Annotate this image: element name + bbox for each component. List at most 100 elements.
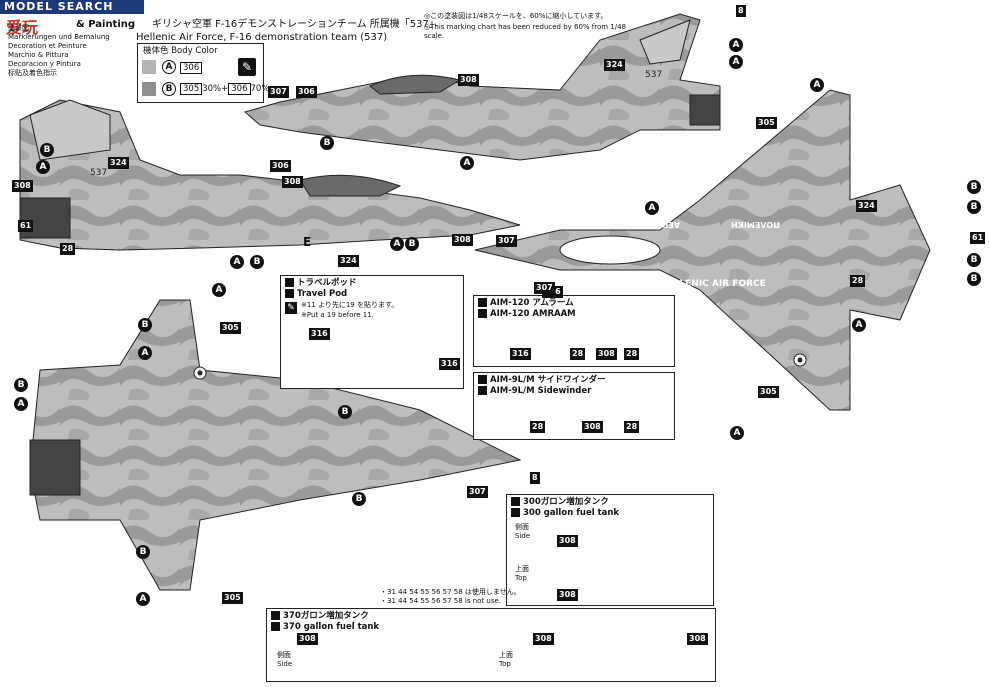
color-code: 308 <box>297 633 318 645</box>
callout-a: A <box>852 318 866 332</box>
color-code: 307 <box>467 486 488 498</box>
callout-a: A <box>14 397 28 411</box>
section-title: & Painting <box>76 19 136 31</box>
aim120-box: AIM-120 アムラーム AIM-120 AMRAAM 316 28 308 … <box>473 295 675 367</box>
color-code: 316 <box>439 358 460 370</box>
callout-a: A <box>136 592 150 606</box>
svg-text:537: 537 <box>90 168 107 178</box>
travel-pod-title-en: Travel Pod <box>285 289 347 299</box>
wing-text-2: ΑΕΡΟΠΟΡΙΑ <box>626 220 680 229</box>
under-view: HELLENIC AIR FORCE ΠΟΛΕΜΙΚΗ ΑΕΡΟΠΟΡΙΑ <box>474 89 931 411</box>
aim9-title-jp: AIM-9L/M サイドワインダー <box>478 375 606 385</box>
travel-pod-title-jp: トラベルポッド <box>285 278 357 288</box>
swatch-a-letter: A <box>162 60 176 74</box>
brush-icon: ✎ <box>238 58 256 76</box>
color-code: 307 <box>268 86 289 98</box>
color-code: 308 <box>282 176 303 188</box>
color-code: 28 <box>530 421 546 433</box>
callout-b: B <box>14 378 28 392</box>
unused-note: ・31 44 54 55 56 57 58 は使用しません。・31 44 54 … <box>380 588 521 605</box>
scale-note-jp: ◎この塗装図は1/48スケールを、60%に縮小しています。 <box>424 12 608 20</box>
swatch-b-letter: B <box>162 82 176 96</box>
color-code: 324 <box>108 157 129 169</box>
color-code: 308 <box>557 589 578 601</box>
color-code: 307 <box>496 235 517 247</box>
lang-line: 标贴及着色指示 <box>8 69 57 77</box>
callout-b: B <box>967 180 981 194</box>
swatch-b <box>142 82 156 96</box>
color-code: 316 <box>309 328 330 340</box>
swatch-a <box>142 60 156 74</box>
color-code: 324 <box>604 59 625 71</box>
color-code: 305 <box>220 322 241 334</box>
lang-line: Decoracion y Pintura <box>8 60 81 68</box>
color-code: 28 <box>850 275 866 287</box>
callout-b: B <box>967 253 981 267</box>
aim9-box: AIM-9L/M サイドワインダー AIM-9L/M Sidewinder 28… <box>473 372 675 440</box>
svg-text:537: 537 <box>645 70 662 80</box>
color-code: 308 <box>596 348 617 360</box>
color-code: 308 <box>582 421 603 433</box>
travel-pod-note-jp: ※11 より先に19 を貼ります。 <box>301 301 399 309</box>
color-code: 324 <box>856 200 877 212</box>
lang-line: Markierungen und Bemalung <box>8 33 110 41</box>
lang-line: Marchio & Pittura <box>8 51 69 59</box>
site-logo: 爱玩 <box>6 18 39 37</box>
travel-pod-box: トラベルポッド Travel Pod ✎ ※11 より先に19 を貼ります。 ※… <box>280 275 464 389</box>
color-code: 308 <box>557 535 578 547</box>
scale-note-en: ◎This marking chart has been reduced by … <box>424 23 627 40</box>
language-list: 塗装図 Markierungen und Bemalung Decoration… <box>8 24 110 78</box>
color-code: 306 <box>296 86 317 98</box>
tank370-title-en: 370 gallon fuel tank <box>271 622 379 632</box>
color-code: 305 <box>758 386 779 398</box>
callout-b: B <box>405 237 419 251</box>
color-code: 308 <box>687 633 708 645</box>
travel-pod-note-en: ※Put a 19 before 11. <box>301 311 374 319</box>
callout-b: B <box>138 318 152 332</box>
color-code: 306 <box>270 160 291 172</box>
site-watermark: MODEL SEARCH <box>0 0 144 14</box>
aim120-title-en: AIM-120 AMRAAM <box>478 309 576 319</box>
callout-a: A <box>460 156 474 170</box>
color-code: 8 <box>736 5 746 17</box>
color-code: 61 <box>970 232 986 244</box>
wing-text-3: HELLENIC AIR FORCE <box>660 279 766 289</box>
color-code: 61 <box>18 220 34 232</box>
color-code: 28 <box>60 243 76 255</box>
lang-line: Decoration et Peinture <box>8 42 87 50</box>
aim120-title-jp: AIM-120 アムラーム <box>478 298 574 308</box>
callout-a: A <box>730 426 744 440</box>
title-jp: ギリシャ空軍 F-16デモンストレーションチーム 所属機「537」 <box>152 19 439 30</box>
body-color-title: 機体色 Body Color <box>143 46 218 56</box>
callout-a: A <box>390 237 404 251</box>
callout-a: A <box>138 346 152 360</box>
color-code: 28 <box>624 421 640 433</box>
callout-a: A <box>645 201 659 215</box>
callout-a: A <box>729 55 743 69</box>
title-en: Hellenic Air Force, F-16 demonstration t… <box>136 32 388 43</box>
color-code: 28 <box>624 348 640 360</box>
tank300-title-jp: 300ガロン増加タンク <box>511 497 609 507</box>
callout-a: A <box>36 160 50 174</box>
color-code: 308 <box>458 74 479 86</box>
side-view-lower: 537 <box>19 99 521 251</box>
wing-text-1: ΠΟΛΕΜΙΚΗ <box>731 220 780 229</box>
color-code: 305 <box>222 592 243 604</box>
top-view <box>29 299 522 591</box>
color-code: 307 <box>534 282 555 294</box>
callout-b: B <box>338 405 352 419</box>
color-code: 308 <box>12 180 33 192</box>
callout-b: B <box>136 545 150 559</box>
callout-b: B <box>967 200 981 214</box>
e-mark: E <box>303 235 312 249</box>
callout-b: B <box>967 272 981 286</box>
color-code: 308 <box>452 234 473 246</box>
callout-a: A <box>810 78 824 92</box>
